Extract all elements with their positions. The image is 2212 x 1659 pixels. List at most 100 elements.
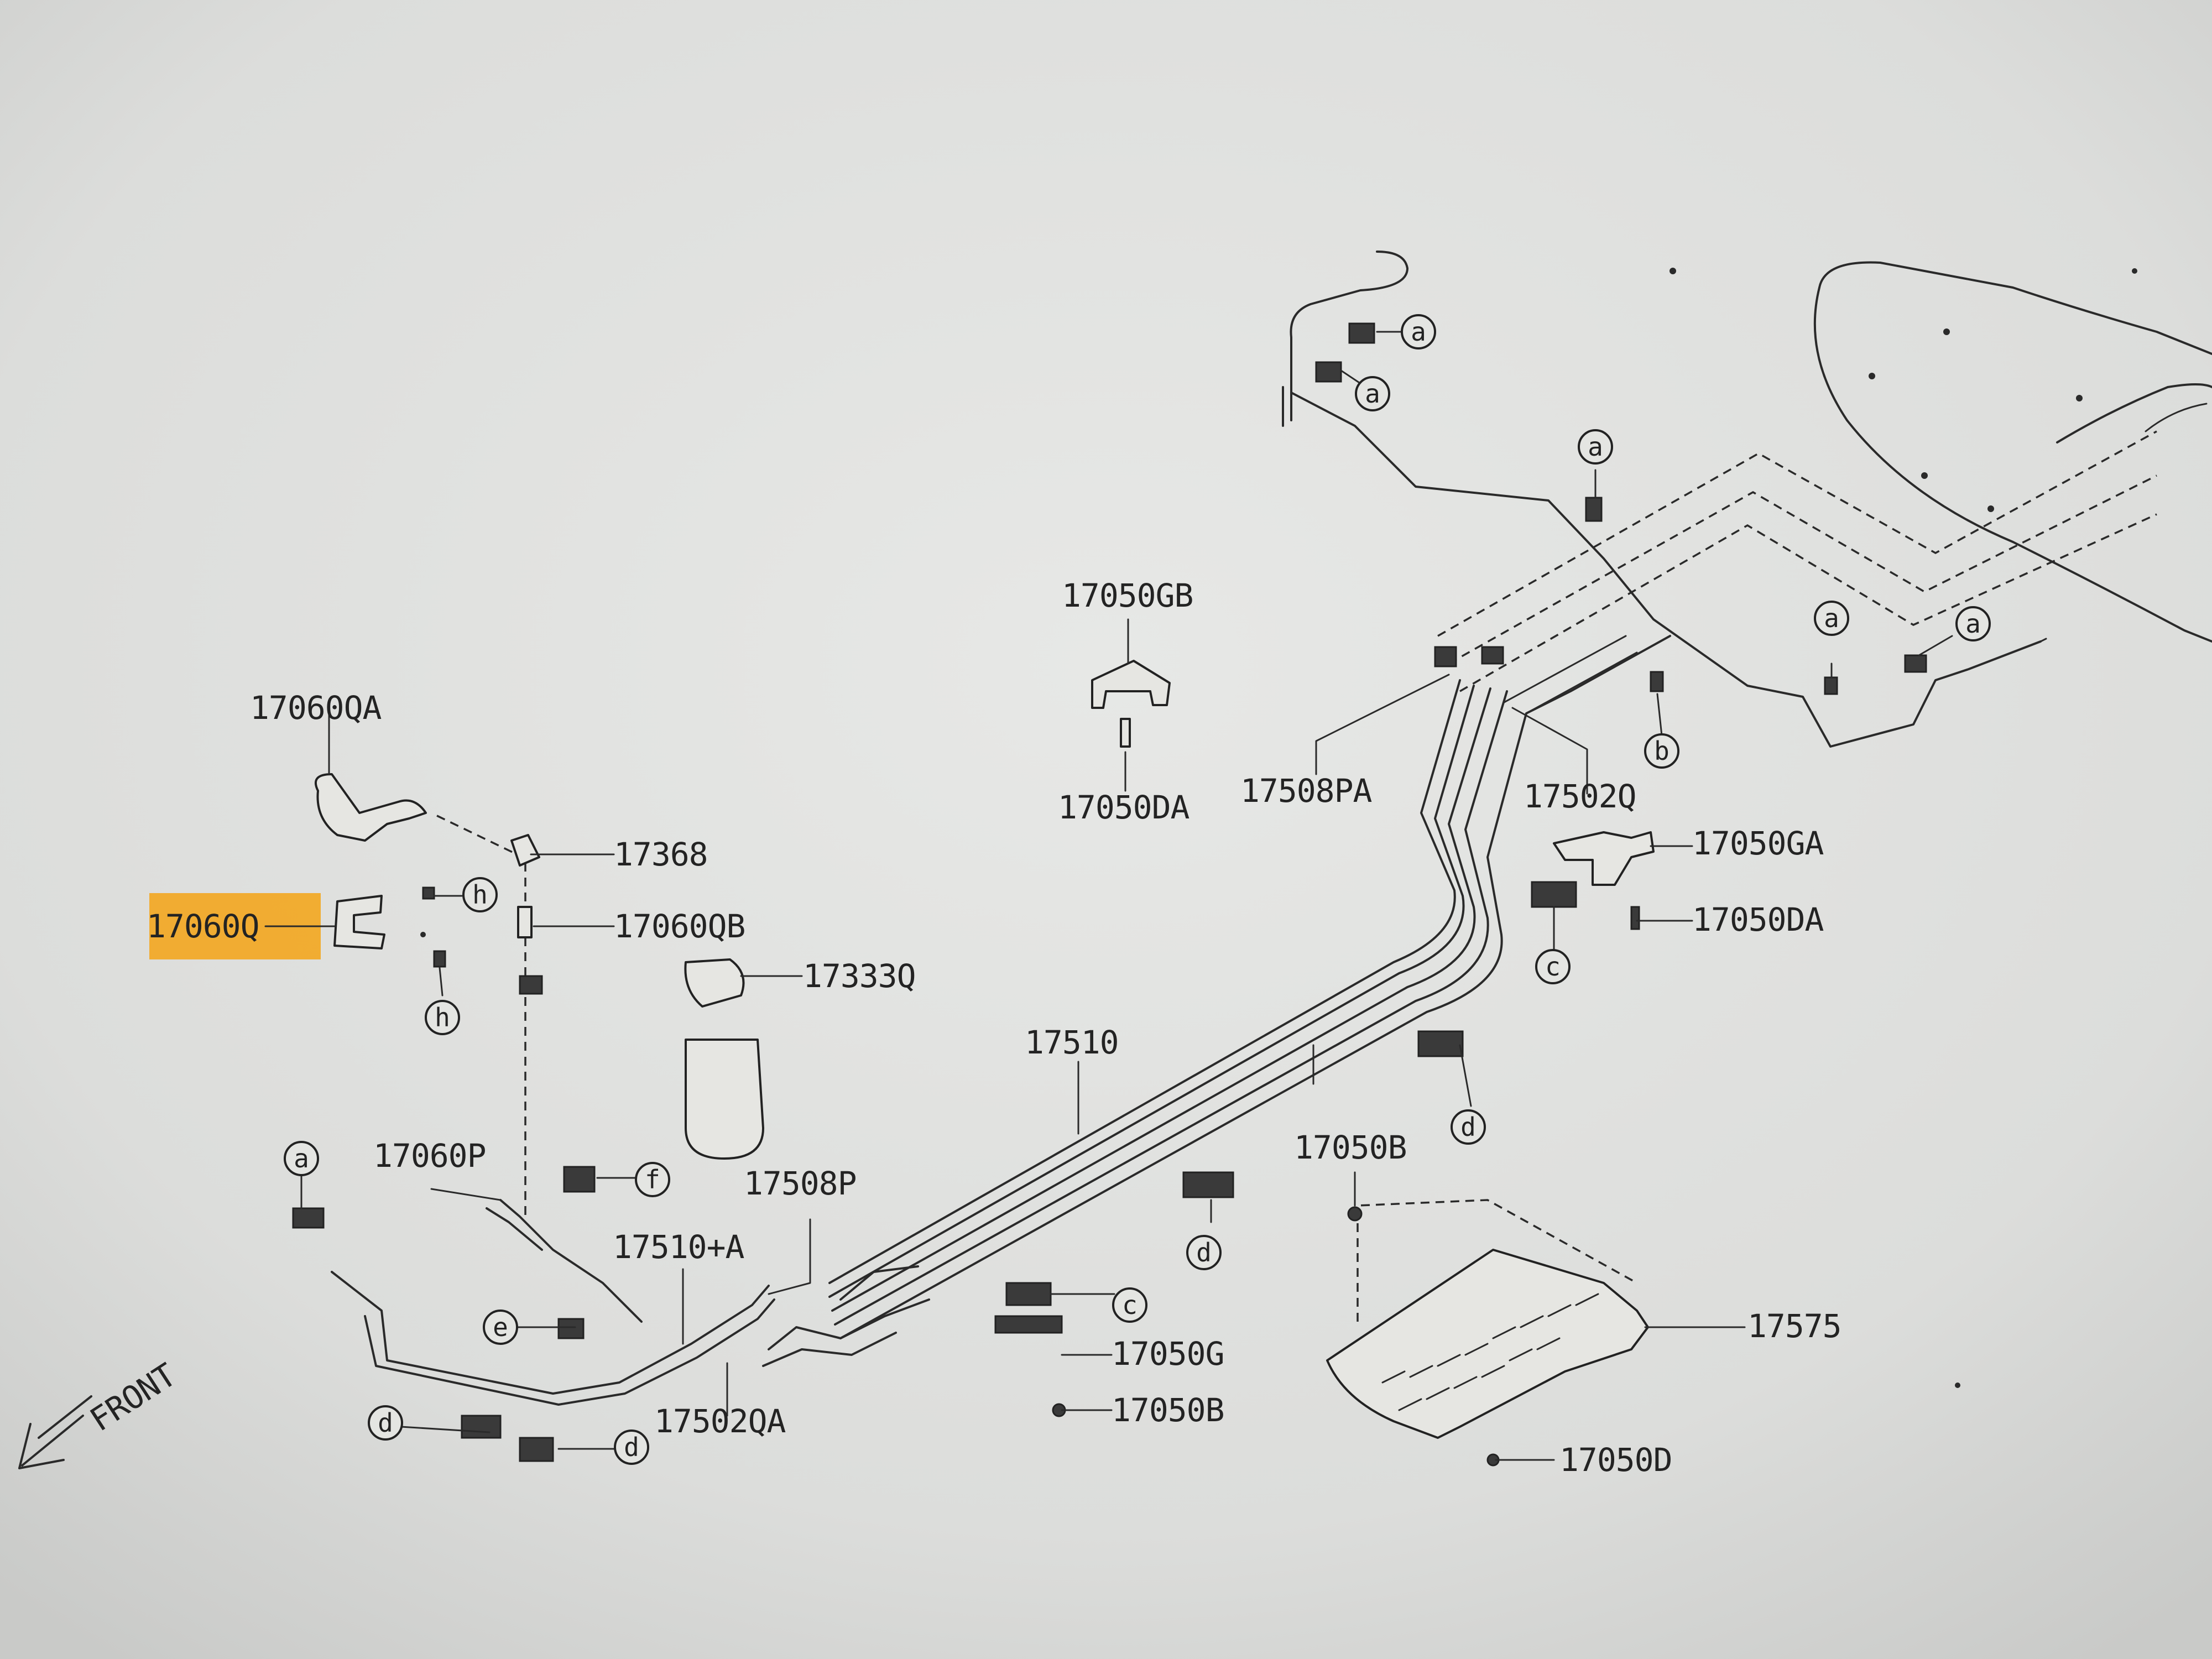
clip-d-left: [461, 1415, 502, 1439]
svg-text:c: c: [1545, 952, 1561, 982]
clip-c-bottom: [1005, 1282, 1052, 1306]
svg-text:c: c: [1122, 1290, 1138, 1320]
part-17368-shape: [510, 834, 540, 867]
svg-text:d: d: [1460, 1112, 1476, 1142]
clip-a-top-1: [1348, 322, 1375, 344]
clip-a-center: [1585, 497, 1603, 522]
svg-text:d: d: [1196, 1238, 1212, 1267]
callout-a-1: a: [1401, 314, 1436, 349]
clip-d-left-2: [519, 1437, 554, 1462]
callout-e: e: [483, 1310, 518, 1345]
svg-text:f: f: [645, 1165, 660, 1194]
clip-17508PA-1: [1434, 646, 1457, 667]
clip-a-right-1: [1824, 676, 1838, 695]
label-17502QA: 17502QA: [654, 1402, 786, 1440]
clip-17508PA-2: [1481, 646, 1504, 665]
clip-d-right: [1417, 1030, 1464, 1057]
callout-a-4: a: [1814, 601, 1849, 636]
label-17050DA-right: 17050DA: [1692, 901, 1824, 938]
label-17060Q: 17060Q: [147, 907, 259, 945]
callout-d-2: d: [1186, 1235, 1222, 1270]
label-17050GB: 17050GB: [1062, 577, 1193, 614]
callout-b: b: [1644, 733, 1679, 769]
callout-d-1: d: [1451, 1109, 1486, 1145]
callout-h-1: h: [462, 877, 498, 912]
label-17050B-mid: 17050B: [1294, 1129, 1407, 1166]
callout-circles: a a a a a a b c c d d d d e f h h: [284, 314, 1991, 1465]
svg-text:a: a: [1824, 603, 1839, 633]
h-bolt-1: [422, 886, 435, 900]
label-17333Q: 17333Q: [803, 957, 916, 995]
skid-plate-slots: [1381, 1293, 1599, 1411]
clip-below-17060QB: [519, 975, 543, 995]
fuel-filter-body: [685, 1039, 764, 1160]
svg-text:h: h: [435, 1003, 450, 1032]
part-17050GB-shape: [1091, 660, 1171, 709]
svg-text:d: d: [624, 1432, 639, 1462]
callout-a-6: a: [284, 1141, 319, 1176]
upper-fuel-pipe: [1282, 251, 2047, 748]
svg-text:d: d: [378, 1408, 393, 1438]
dashed-guide-skid: [1357, 1199, 1637, 1322]
part-17060Q-shape: [333, 895, 385, 950]
svg-text:b: b: [1654, 736, 1670, 766]
tank-dashed-outline: [1437, 430, 2157, 692]
part-17060QB-shape: [517, 906, 533, 938]
clip-d-middle: [1182, 1171, 1234, 1198]
fuel-tank: [1813, 261, 2212, 643]
clip-17050G: [994, 1315, 1063, 1334]
svg-text:h: h: [472, 880, 488, 910]
label-17060QB: 17060QB: [614, 907, 745, 945]
label-17050DA-top: 17050DA: [1058, 789, 1190, 826]
bolt-17050DA-top: [1120, 718, 1131, 748]
svg-text:a: a: [1588, 432, 1603, 462]
callout-a-3: a: [1578, 429, 1613, 465]
label-17368: 17368: [614, 836, 708, 873]
front-arrow-icon: [18, 1395, 92, 1469]
clip-e: [557, 1318, 585, 1339]
label-17060P: 17060P: [373, 1137, 486, 1175]
label-17510: 17510: [1025, 1024, 1119, 1061]
callout-c-2: c: [1112, 1287, 1147, 1323]
callout-a-5: a: [1955, 606, 1991, 641]
label-17050G: 17050G: [1112, 1335, 1224, 1373]
h-bolt-2: [433, 950, 446, 968]
label-17050GA: 17050GA: [1692, 825, 1824, 862]
nut-17050B-mid: [1347, 1206, 1363, 1222]
callout-f: f: [635, 1162, 670, 1197]
callout-d-3: d: [368, 1405, 403, 1441]
svg-text:a: a: [1411, 317, 1426, 347]
label-17508P: 17508P: [744, 1165, 857, 1202]
callout-h-2: h: [425, 1000, 460, 1035]
label-17050B-bottom: 17050B: [1112, 1391, 1224, 1429]
callout-c-1: c: [1535, 949, 1571, 984]
clip-c-right: [1531, 881, 1577, 908]
part-17333Q-shape: [684, 958, 745, 1008]
part-labels: 17060QA 17060Q 17368 17060QB 17333Q 1706…: [147, 577, 1842, 1479]
svg-text:a: a: [1365, 379, 1380, 409]
clip-f: [563, 1166, 596, 1193]
svg-text:a: a: [1965, 609, 1981, 639]
lower-left-pipes: [331, 1199, 930, 1406]
main-pipe-bundle: [828, 635, 1671, 1339]
label-17502Q: 17502Q: [1524, 778, 1636, 815]
part-17060QA-shape: [314, 773, 427, 842]
clip-b: [1650, 671, 1664, 692]
leader-lines: [264, 331, 1953, 1461]
clip-a-left: [292, 1207, 325, 1229]
clip-a-top-2: [1315, 361, 1342, 383]
label-17060QA: 17060QA: [250, 689, 382, 727]
clip-a-right-2: [1904, 654, 1927, 673]
part-17050GA-shape: [1553, 831, 1655, 886]
bolt-17050DA-right: [1630, 906, 1640, 930]
callout-d-4: d: [614, 1430, 649, 1465]
label-17050D: 17050D: [1559, 1441, 1672, 1479]
callout-a-2: a: [1355, 376, 1390, 411]
speck-dots: [420, 268, 2137, 1388]
label-17510A: 17510+A: [613, 1228, 744, 1266]
label-17575: 17575: [1747, 1307, 1841, 1345]
svg-text:e: e: [493, 1312, 508, 1342]
svg-text:a: a: [294, 1144, 309, 1173]
label-17508PA: 17508PA: [1240, 772, 1372, 810]
